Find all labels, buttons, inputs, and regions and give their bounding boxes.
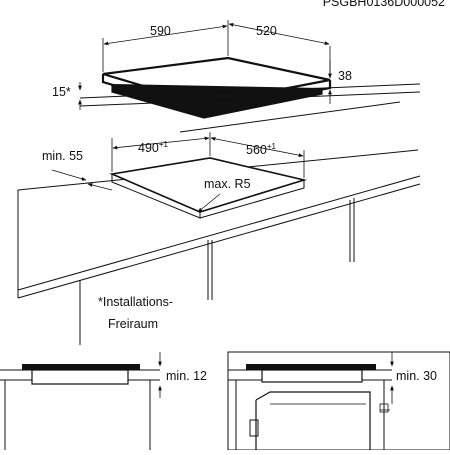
hob-top-view: 590 520 38 15* [52, 20, 421, 133]
worktop-front-top [17, 175, 421, 291]
min-12-label: min. 12 [166, 369, 207, 383]
cutout-wall-right [199, 180, 305, 219]
dim-490-label: 490+1 [138, 140, 169, 155]
max-r5-arrow [197, 193, 221, 213]
dim-590-line [103, 24, 228, 46]
max-r5-label: max. R5 [204, 177, 251, 191]
cutout-wall-left [111, 174, 201, 219]
dim-490-value: 490 [138, 141, 159, 155]
worktop-front-edge [179, 101, 401, 133]
worktop-front-bottom [17, 183, 421, 299]
dim-560-value: 560 [246, 143, 267, 157]
dim-560-label: 560+1 [246, 142, 277, 157]
worktop-cutout-view: 490+1 560+1 min. 55 max. R5 *Installatio… [17, 132, 421, 345]
section-left: min. 12 [0, 352, 207, 450]
min-30-label: min. 30 [396, 369, 437, 383]
section-right-hob-body [261, 369, 363, 383]
dim-38-label: 38 [338, 69, 352, 83]
worktop-line-lower [79, 91, 421, 107]
section-left-hob-body [31, 369, 129, 385]
section-right-glass [246, 364, 376, 370]
drawing-code: PSGBH0136D000052 [323, 0, 445, 9]
dim-490-tolerance: +1 [159, 140, 169, 149]
dim-520-line [228, 22, 330, 46]
min-55-arrow-a [51, 169, 87, 181]
min-55-label: min. 55 [42, 149, 83, 163]
oven-rear-block [379, 403, 389, 413]
section-left-glass [22, 364, 140, 370]
min-55-arrow-b [87, 183, 113, 191]
section-right: min. 30 [227, 351, 450, 451]
oven-handle [249, 419, 259, 437]
oven-outline [255, 391, 371, 450]
dim-490-line [112, 136, 210, 150]
hob-underbody [111, 84, 323, 119]
dim-520-label: 520 [256, 24, 277, 38]
dim-590-label: 590 [150, 24, 171, 38]
footnote-line1: *Installations- [98, 295, 173, 309]
dim-15-label: 15* [52, 85, 71, 99]
dim-560-tolerance: +1 [267, 142, 277, 151]
worktop-line-upper [79, 83, 421, 99]
dim-560-line [210, 136, 304, 158]
footnote-line2: Freiraum [108, 317, 158, 331]
